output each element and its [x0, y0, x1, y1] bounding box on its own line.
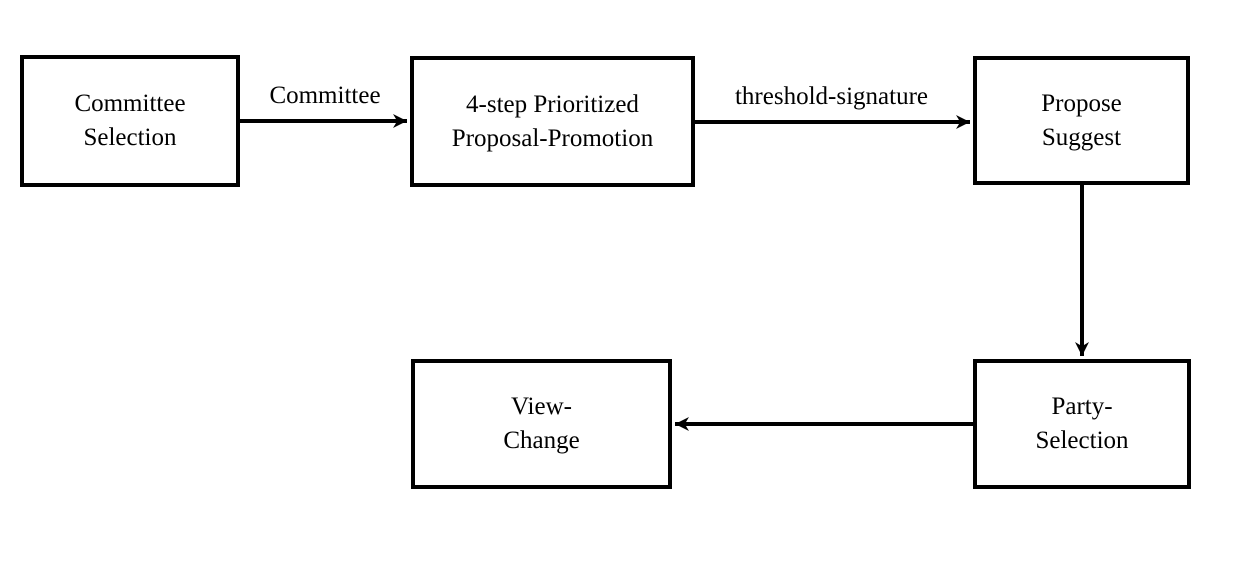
node-party-selection: Party- Selection: [973, 359, 1191, 489]
node-proposal-promotion: 4-step Prioritized Proposal-Promotion: [410, 56, 695, 187]
edge-label-committee: Committee: [269, 82, 381, 109]
node-committee-selection: Committee Selection: [20, 55, 240, 187]
node-propose-suggest: Propose Suggest: [973, 56, 1190, 185]
edge-label-threshold-signature: threshold-signature: [734, 83, 928, 110]
node-view-change: View- Change: [411, 359, 672, 489]
